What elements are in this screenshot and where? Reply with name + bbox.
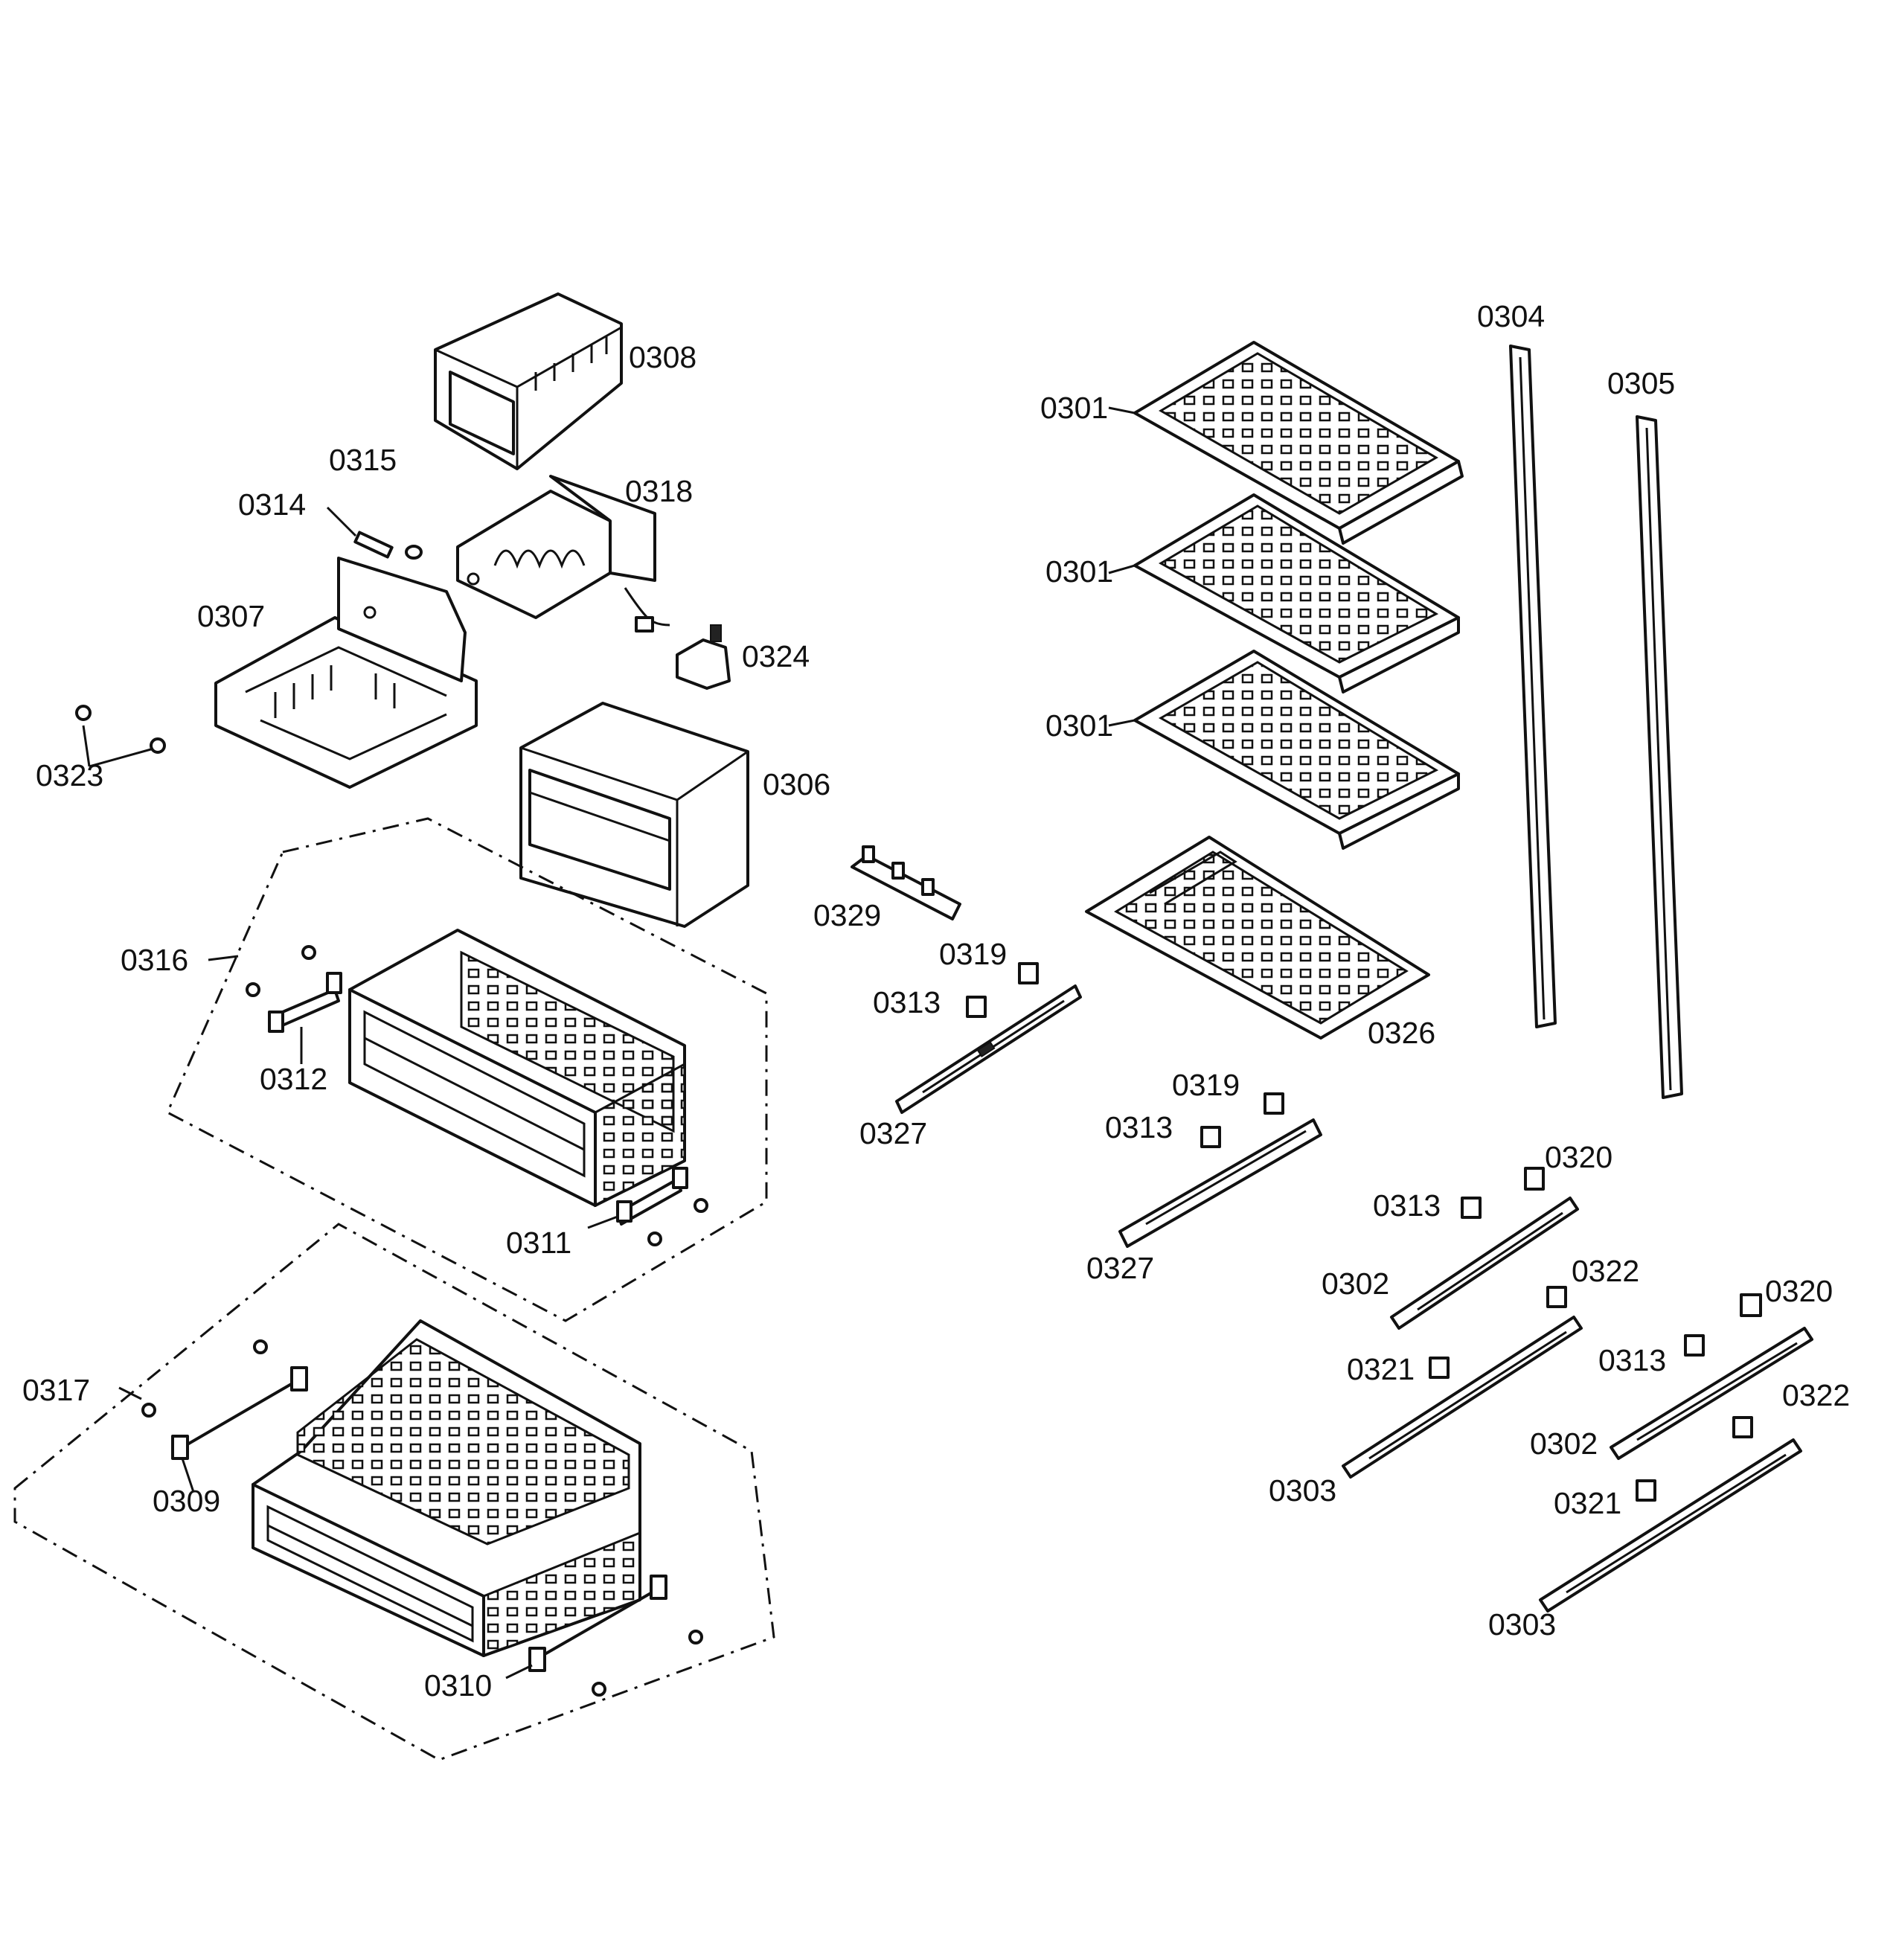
callout-0320b: 0320 (1765, 1274, 1833, 1308)
part-0311-rail-brackets (587, 1167, 708, 1246)
callout-0302b: 0302 (1530, 1426, 1598, 1461)
part-0321-clip-b (1636, 1479, 1656, 1502)
callout-0319a: 0319 (939, 937, 1008, 971)
part-0326-shelf-bottom (1085, 836, 1430, 1040)
callout-0318: 0318 (625, 474, 694, 508)
part-0305-vertical-rail (1636, 415, 1683, 1099)
part-0312-bracket (246, 945, 342, 1064)
part-0313-stop-a (966, 996, 987, 1018)
callout-0321b: 0321 (1554, 1486, 1622, 1520)
part-0309-bracket (141, 1339, 308, 1493)
callout-0303b: 0303 (1488, 1607, 1557, 1642)
callout-0311: 0311 (506, 1226, 572, 1260)
part-0301-shelf-top (1133, 341, 1464, 545)
callout-0310: 0310 (424, 1668, 493, 1703)
callout-0327a: 0327 (859, 1116, 928, 1150)
part-0329-bracket-strip (851, 845, 961, 920)
callout-0313c: 0313 (1373, 1188, 1441, 1223)
callout-0317: 0317 (22, 1373, 91, 1407)
callout-0329: 0329 (813, 898, 882, 932)
callout-0314: 0314 (238, 487, 307, 522)
callout-0301a: 0301 (1040, 391, 1109, 425)
assembly-boundary-0317 (13, 1223, 775, 1761)
part-0313-stop-b (1200, 1126, 1221, 1148)
part-0307-tray-frame (214, 557, 478, 789)
part-0320-clip-b (1740, 1293, 1762, 1317)
part-0304-vertical-rail (1509, 345, 1557, 1028)
callout-0304: 0304 (1477, 299, 1546, 333)
callout-0313d: 0313 (1598, 1343, 1667, 1377)
part-0320-clip-a (1524, 1167, 1545, 1191)
part-0315-cap (405, 545, 423, 560)
part-0308-ice-container (434, 292, 623, 470)
part-0318-ice-maker (456, 475, 670, 632)
part-0313-stop-d (1684, 1334, 1705, 1357)
callout-leaders (118, 406, 1136, 1400)
callout-0320a: 0320 (1545, 1140, 1613, 1174)
callout-0322a: 0322 (1572, 1254, 1640, 1288)
part-0321-clip-a (1429, 1357, 1450, 1379)
callout-0302a: 0302 (1322, 1266, 1390, 1301)
callout-0313b: 0313 (1105, 1110, 1173, 1144)
part-0306-bin (519, 702, 749, 928)
callout-0323: 0323 (36, 758, 104, 792)
callout-0316: 0316 (121, 943, 189, 977)
callout-0301b: 0301 (1045, 554, 1114, 589)
callout-0326: 0326 (1368, 1016, 1436, 1050)
part-0302-slide-a (1390, 1197, 1579, 1330)
part-0322-clip-a (1546, 1286, 1567, 1308)
part-0314-clip (353, 531, 394, 559)
part-0301-shelf-lower (1133, 650, 1460, 850)
part-0310-rail-brackets (505, 1575, 703, 1697)
callout-0306: 0306 (763, 767, 831, 801)
callout-0321a: 0321 (1347, 1352, 1415, 1386)
callout-0319b: 0319 (1172, 1068, 1240, 1102)
callout-0313a: 0313 (873, 985, 941, 1019)
callout-0315: 0315 (329, 443, 397, 477)
callout-0322b: 0322 (1782, 1378, 1851, 1412)
part-0327-slide-b (1118, 1118, 1322, 1248)
part-0324-switch (676, 624, 731, 690)
callout-0307: 0307 (197, 599, 266, 633)
assembly-boundary-0316 (166, 817, 768, 1322)
part-0301-shelf-middle (1133, 493, 1460, 694)
callout-0303a: 0303 (1269, 1473, 1337, 1508)
part-0319-clip-b (1264, 1092, 1284, 1115)
part-0303-slide-a (1342, 1316, 1583, 1479)
part-0323-screws (75, 705, 166, 768)
part-0322-clip-b (1732, 1416, 1753, 1438)
callout-0305: 0305 (1607, 366, 1676, 400)
part-0319-clip-a (1018, 962, 1039, 984)
callout-0308: 0308 (629, 340, 697, 374)
callout-0312: 0312 (260, 1062, 328, 1096)
part-0316-drawer-basket (348, 929, 686, 1208)
part-0317-drawer-basket (252, 1319, 641, 1658)
part-0303-slide-b (1539, 1438, 1802, 1612)
part-0313-stop-c (1461, 1197, 1482, 1219)
part-0327-slide-a (895, 984, 1082, 1114)
part-0302-slide-b (1610, 1327, 1813, 1460)
callout-0301c: 0301 (1045, 708, 1114, 743)
callout-0324: 0324 (742, 639, 810, 673)
callout-0327b: 0327 (1086, 1251, 1155, 1285)
callout-0309: 0309 (153, 1484, 221, 1518)
